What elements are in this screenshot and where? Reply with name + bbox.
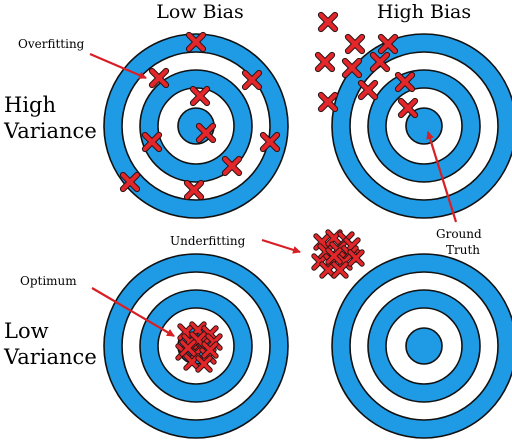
x-marker [179, 339, 197, 357]
x-marker [394, 71, 416, 93]
high-variance-label-line2: Variance [3, 119, 97, 143]
ground-truth-label-line1: Ground [436, 227, 482, 241]
x-marker [221, 155, 243, 177]
x-marker [148, 67, 170, 89]
x-marker [369, 51, 391, 73]
optimum-label: Optimum [20, 274, 77, 288]
x-marker [201, 325, 219, 343]
x-marker [201, 341, 219, 359]
ground-truth-arrow [426, 131, 458, 223]
low-bias-header: Low Bias [156, 1, 243, 23]
x-marker [259, 131, 281, 153]
x-marker [347, 249, 365, 267]
overfitting-arrow [89, 52, 147, 80]
x-marker [205, 333, 223, 351]
x-marker [195, 355, 213, 373]
underfitting-label: Underfitting [170, 234, 246, 248]
x-marker [119, 171, 141, 193]
x-marker [357, 79, 379, 101]
underfitting-arrow [261, 238, 301, 254]
x-marker [325, 247, 343, 265]
x-marker [317, 11, 339, 33]
overfitting-label: Overfitting [18, 37, 85, 51]
bullseye [405, 327, 443, 365]
x-marker [319, 261, 337, 279]
x-marker [331, 261, 349, 279]
x-marker [335, 253, 353, 271]
low-variance-label-line1: Low [4, 319, 49, 343]
x-marker [183, 179, 205, 201]
target-high-bias-low-variance [331, 253, 512, 439]
x-marker [141, 131, 163, 153]
x-marker [314, 51, 336, 73]
x-marker [185, 31, 207, 53]
optimum-arrow [91, 287, 175, 337]
x-marker [397, 97, 419, 119]
x-marker [344, 33, 366, 55]
x-marker [241, 69, 263, 91]
x-marker [195, 122, 217, 144]
x-marker [189, 85, 211, 107]
annotation-arrows [89, 52, 458, 337]
low-variance-label-line2: Variance [3, 345, 97, 369]
target-high-bias-high-variance [331, 33, 512, 219]
x-marker [341, 57, 363, 79]
high-bias-header: High Bias [377, 1, 471, 23]
ground-truth-label-line2: Truth [446, 243, 480, 257]
x-marker [317, 91, 339, 113]
x-marker [377, 33, 399, 55]
high-variance-label-line1: High [4, 93, 56, 117]
